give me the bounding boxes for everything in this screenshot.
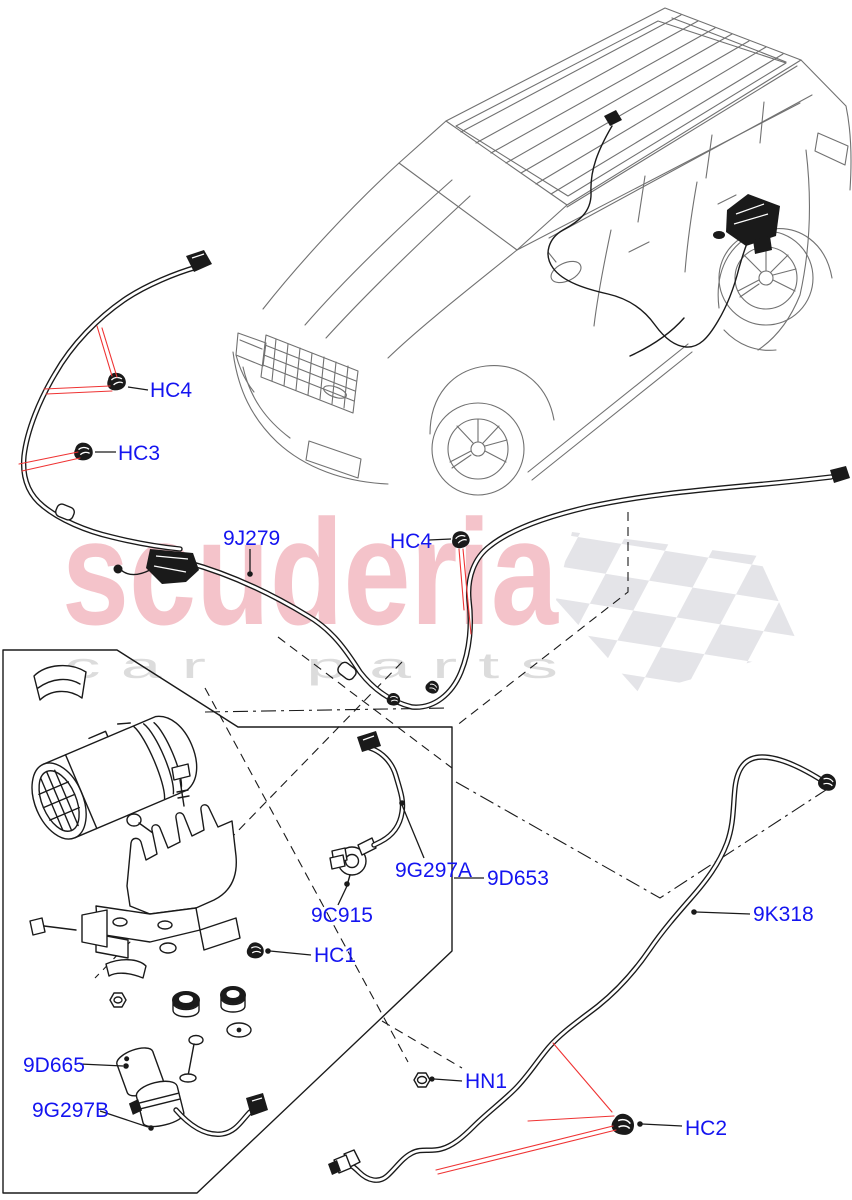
tube-clip	[816, 771, 839, 793]
stud-bolt	[179, 1034, 204, 1083]
callout-hn1: HN1	[413, 1070, 507, 1093]
tube-grommet	[337, 661, 357, 681]
bolt	[29, 917, 77, 936]
callout-9c915: 9C915	[311, 881, 373, 927]
part-label-hc3[interactable]: HC3	[118, 442, 160, 465]
tube-end-connector	[328, 1149, 361, 1175]
grille	[260, 334, 359, 414]
washer-disc	[226, 1022, 252, 1038]
part-label-9j279[interactable]: 9J279	[223, 527, 280, 550]
callout-9k318: 9K318	[691, 903, 814, 926]
callout-9j279: 9J279	[223, 527, 280, 577]
parts-box	[2, 649, 453, 1194]
watermark: scuderia c a r p a r t s	[62, 488, 800, 694]
part-label-hc1[interactable]: HC1	[314, 944, 356, 967]
callout-hc3: HC3	[18, 440, 160, 472]
vehicle-illustration	[232, 7, 852, 496]
watermark-word-car: c a r	[64, 645, 206, 686]
tube-grommet	[55, 503, 75, 521]
part-label-hc4-mid[interactable]: HC4	[390, 530, 432, 553]
callout-9g297b: 9G297B	[32, 1099, 154, 1131]
charcoal-canister	[31, 715, 198, 840]
roof-ribs	[460, 14, 784, 195]
part-label-9k318[interactable]: 9K318	[753, 903, 814, 926]
callout-hc4-mid: HC4	[390, 528, 473, 635]
canister-bracket	[81, 804, 241, 959]
hose-9g297a	[357, 731, 403, 845]
callout-hc4-upper: HC4	[43, 325, 192, 402]
callout-9d665: 9D665	[23, 1054, 129, 1077]
washer	[159, 942, 177, 954]
clip-part	[246, 941, 265, 959]
part-label-9c915[interactable]: 9C915	[311, 904, 373, 927]
fuel-filler-assembly	[713, 194, 780, 254]
part-label-9g297a[interactable]: 9G297A	[395, 859, 472, 882]
nut-part	[413, 1072, 431, 1088]
callout-9d653: 9D653	[454, 867, 549, 890]
watermark-brand: scuderia	[62, 488, 559, 656]
rubber-bushing	[172, 991, 200, 1018]
bracket-strap	[105, 959, 147, 979]
vehicle-harness	[547, 110, 780, 357]
part-label-hc4-upper[interactable]: HC4	[150, 379, 192, 402]
tube-junction-fitting	[113, 549, 199, 584]
part-label-9d653[interactable]: 9D653	[487, 867, 549, 890]
tube-assembly-9j279	[24, 250, 850, 707]
callout-hc2: HC2	[435, 1042, 727, 1175]
callout-hc1: HC1	[246, 941, 356, 967]
canister-cover	[33, 665, 87, 701]
part-label-9g297b[interactable]: 9G297B	[32, 1099, 109, 1122]
part-label-hc2[interactable]: HC2	[685, 1117, 727, 1140]
purge-valve-9c915	[329, 837, 377, 883]
callout-9g297a: 9G297A	[395, 800, 472, 882]
tube-9k318	[328, 757, 839, 1180]
rubber-bushing	[220, 986, 246, 1013]
nut	[109, 992, 127, 1008]
pump-9g297b	[128, 1080, 268, 1135]
part-label-9d665[interactable]: 9D665	[23, 1054, 85, 1077]
front-wheel	[429, 365, 555, 496]
rear-wheel	[717, 228, 833, 326]
callouts: HC4 HC3 9J279 HC4 9G297A 9D653	[18, 325, 814, 1175]
checkered-flag-watermark	[556, 532, 800, 694]
bolt	[171, 763, 191, 807]
part-label-hn1[interactable]: HN1	[465, 1070, 507, 1093]
